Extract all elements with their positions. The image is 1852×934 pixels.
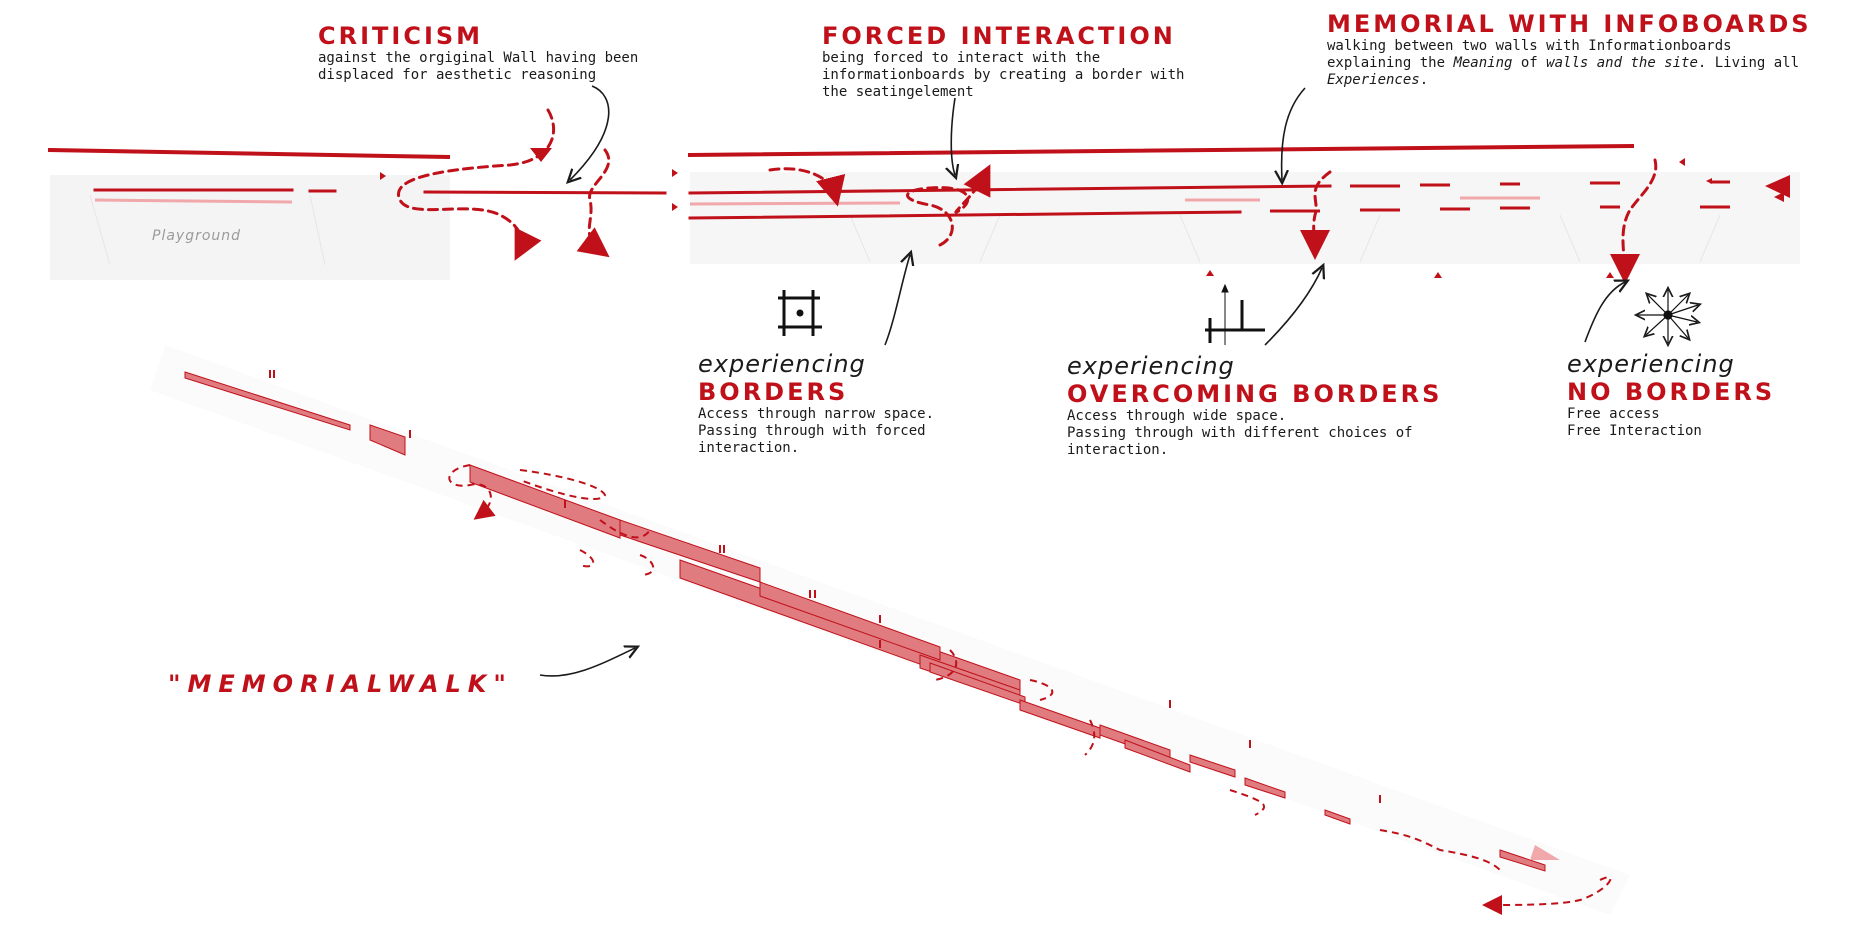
playground-label: Playground (152, 228, 241, 244)
plan-view: Playground (47, 85, 1800, 677)
forced-interaction-title: FORCED INTERACTION (822, 22, 1176, 50)
square-border-icon (778, 290, 822, 336)
memorial-walk-label: "MEMORIALWALK" (168, 670, 513, 698)
walk-paths (448, 464, 1612, 915)
overcoming-border-icon (1205, 283, 1265, 345)
walk-end-marker (1530, 845, 1560, 860)
memorial-walk-axonometric (150, 345, 1630, 915)
borders-annotation: experiencing BORDERS Access through narr… (698, 350, 934, 457)
overcoming-title: OVERCOMING BORDERS (1067, 380, 1443, 408)
borders-subtitle: experiencing (698, 350, 866, 378)
plan-wall-segments (1270, 180, 1730, 213)
playground-block (50, 175, 450, 280)
memorial-text-part: walking between two walls with Informati… (1327, 38, 1732, 71)
no-borders-annotation: experiencing NO BORDERS Free access Free… (1567, 350, 1775, 440)
forced-interaction-text: being forced to interact with the inform… (822, 50, 1185, 100)
criticism-annotation: CRITICISM against the orgiginal Wall hav… (318, 22, 638, 84)
criticism-title: CRITICISM (318, 22, 484, 50)
memorial-text-part: of (1512, 55, 1547, 71)
no-borders-title: NO BORDERS (1567, 378, 1776, 406)
walk-walls (184, 371, 1546, 872)
radiating-arrows-icon (1638, 290, 1698, 343)
memorial-text: walking between two walls with Informati… (1327, 38, 1812, 89)
memorial-text-italic: Meaning (1453, 55, 1513, 71)
criticism-text: against the orgiginal Wall having been d… (318, 50, 639, 83)
no-borders-text: Free access Free Interaction (1567, 406, 1702, 439)
memorial-annotation: MEMORIAL WITH INFOBOARDS walking between… (1327, 10, 1812, 89)
plan-paths (397, 108, 1658, 284)
plan-walls (47, 143, 1635, 220)
memorial-title: MEMORIAL WITH INFOBOARDS (1327, 10, 1812, 38)
forced-interaction-annotation: FORCED INTERACTION being forced to inter… (822, 22, 1184, 101)
borders-text: Access through narrow space. Passing thr… (698, 406, 935, 456)
overcoming-subtitle: experiencing (1067, 352, 1235, 380)
plan-hatch (89, 194, 1721, 266)
pointer-arrows (539, 85, 1625, 677)
borders-title: BORDERS (698, 378, 849, 406)
walk-ticks (269, 370, 1381, 803)
memorial-text-italic: Experiences (1327, 72, 1420, 88)
overcoming-text: Access through wide space. Passing throu… (1067, 408, 1413, 458)
overcoming-annotation: experiencing OVERCOMING BORDERS Access t… (1067, 352, 1442, 459)
memorial-text-italic: walls and the site (1546, 55, 1698, 71)
no-borders-subtitle: experiencing (1567, 350, 1735, 378)
memorial-text-part: . (1419, 72, 1429, 88)
memorial-text-part: . Living all (1697, 55, 1800, 71)
plan-light-walls (94, 196, 1540, 206)
